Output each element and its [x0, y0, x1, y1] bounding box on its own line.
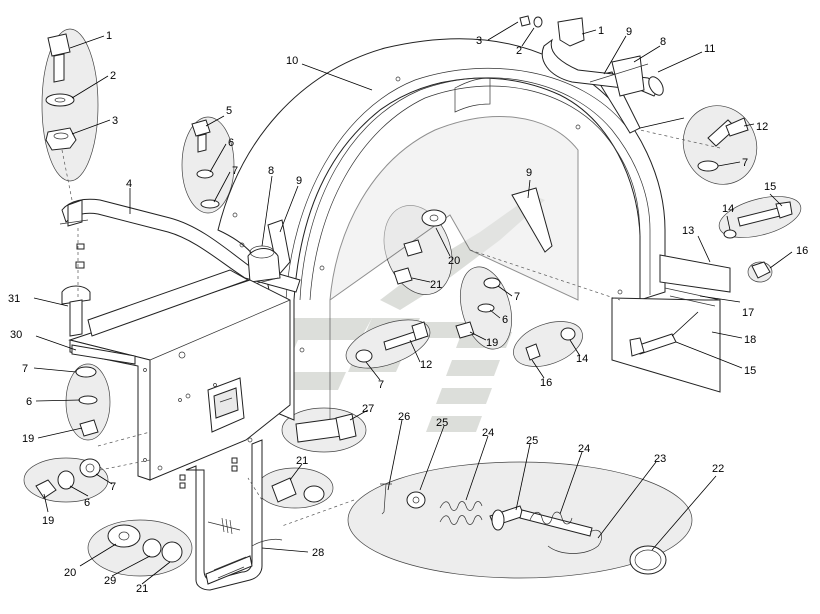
callout-3-top: 3	[476, 35, 482, 47]
callout-15-upper: 15	[764, 181, 776, 193]
callout-19-left: 19	[22, 433, 34, 445]
leader-lines	[33, 21, 793, 585]
callout-27: 27	[362, 403, 374, 415]
callout-16-right: 16	[796, 245, 808, 257]
callout-29: 29	[104, 575, 116, 587]
callout-6: 6	[228, 137, 234, 149]
callout-6-bottom: 6	[84, 497, 90, 509]
callout-18: 18	[744, 334, 756, 346]
callout-7-right: 7	[742, 157, 748, 169]
callout-2: 2	[110, 70, 116, 82]
callout-26: 26	[398, 411, 410, 423]
callout-19-bottom: 19	[42, 515, 54, 527]
callout-3: 3	[112, 115, 118, 127]
callout-6-left: 6	[26, 396, 32, 408]
callout-13: 13	[682, 225, 694, 237]
callout-19-middle: 19	[486, 337, 498, 349]
support-tube-left	[59, 198, 301, 293]
callout-1: 1	[106, 30, 112, 42]
callout-24-left: 24	[482, 427, 494, 439]
callout-20-middle: 20	[448, 255, 460, 267]
group-bolt-12-right	[682, 105, 758, 185]
fasteners	[35, 15, 793, 575]
group-16-14-center	[513, 321, 583, 367]
callout-6-middle: 6	[502, 314, 508, 326]
callout-2-top: 2	[516, 45, 522, 57]
callout-21-middle: 21	[430, 279, 442, 291]
callout-25-right: 25	[526, 435, 538, 447]
callout-11: 11	[704, 43, 715, 55]
callout-30: 30	[10, 329, 22, 341]
assembly-lines	[61, 129, 721, 527]
callout-8-top: 8	[660, 36, 666, 48]
callout-12-right: 12	[756, 121, 768, 133]
step-assembly	[179, 439, 283, 591]
callout-14-upper: 14	[722, 203, 734, 215]
callout-21-lower: 21	[136, 583, 148, 595]
callout-31: 31	[8, 293, 20, 305]
callout-25-left: 25	[436, 417, 448, 429]
callout-5: 5	[226, 105, 232, 117]
callout-15-lower: 15	[744, 365, 756, 377]
callout-9: 9	[296, 175, 302, 187]
callout-1-top: 1	[598, 25, 604, 37]
callout-7: 7	[232, 165, 238, 177]
callout-7-middle: 7	[514, 291, 520, 303]
support-tube-right	[541, 17, 664, 97]
callout-21-bottom: 21	[296, 455, 308, 467]
callout-7-left: 7	[22, 363, 28, 375]
callout-labels: 1 2 3 4 5 6 7 8 9 10 3 2 1 9 8 11 12 7 1…	[8, 25, 808, 595]
mounting-bracket-box	[68, 269, 291, 481]
callout-22: 22	[712, 463, 724, 475]
callout-7-bottom: 7	[110, 481, 116, 493]
callout-24-right: 24	[578, 443, 590, 455]
callout-7-center: 7	[378, 379, 384, 391]
callout-20-bottom: 20	[64, 567, 76, 579]
callout-9-top: 9	[626, 26, 632, 38]
group-spring-assembly	[347, 461, 693, 579]
callout-9-middle: 9	[526, 167, 532, 179]
callout-4: 4	[126, 178, 132, 190]
callout-12-center: 12	[420, 359, 432, 371]
callout-14-center: 14	[576, 353, 588, 365]
callout-23: 23	[654, 453, 666, 465]
callout-10: 10	[286, 55, 298, 67]
callout-28: 28	[312, 547, 324, 559]
callout-17: 17	[742, 307, 754, 319]
callout-8: 8	[268, 165, 274, 177]
callout-16-center: 16	[540, 377, 552, 389]
